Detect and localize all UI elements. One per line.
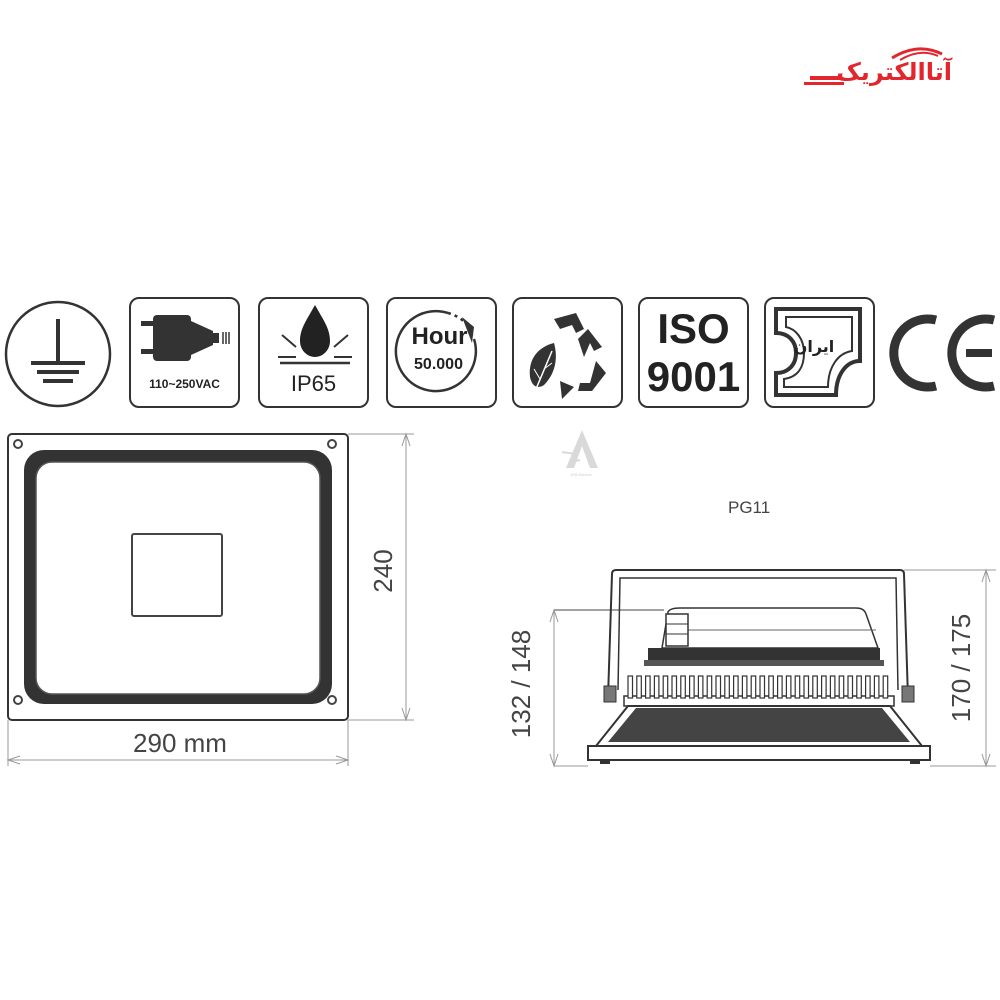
heatsink-fin (706, 675, 713, 699)
heatsink-fin (715, 675, 722, 699)
clock-arrow-icon (394, 309, 478, 393)
heatsink-fin (768, 675, 774, 699)
ip-label: IP65 (290, 371, 337, 396)
heatsink-fin (821, 675, 827, 699)
side-height-left-label: 132 / 148 (506, 629, 536, 739)
heatsink-fin (627, 675, 634, 699)
plug-voltage-icon: 110~250VAC (129, 297, 240, 408)
front-height-label: 240 (368, 549, 398, 593)
hour-value: 50.000 (414, 356, 463, 373)
lifetime-hours-icon: Hour 50.000 (386, 297, 497, 408)
gland-label: PG11 (728, 498, 771, 517)
brand-logo: آتاالکتریک (800, 40, 960, 100)
side-view-drawing (540, 560, 1000, 780)
standard-emblem-icon (774, 307, 862, 397)
heatsink-fin (724, 675, 730, 699)
brand-logo-text: آتاالکتریک (836, 58, 952, 86)
heatsink-fin (644, 675, 651, 699)
front-view-drawing (0, 420, 440, 780)
heatsink-fin (873, 675, 880, 699)
heatsink-fin (785, 675, 792, 699)
heatsink-fin (680, 675, 686, 699)
front-width-label: 290 mm (133, 728, 227, 758)
heatsink-fin (759, 675, 766, 699)
heatsink-fin (653, 675, 660, 699)
watermark-text: ATA Electric (570, 472, 592, 477)
heatsink-fin (697, 675, 704, 699)
heatsink-fin (662, 675, 669, 699)
iso-line2: 9001 (646, 353, 741, 400)
heatsink-fin (847, 675, 854, 699)
heatsink-fin (671, 675, 678, 699)
standard-mark-icon: ایران (764, 297, 875, 408)
heatsink-fin (882, 675, 889, 699)
plug-icon (141, 315, 230, 361)
heatsink-fin (794, 675, 801, 699)
heatsink-fin (829, 675, 836, 699)
heatsink-fin (689, 675, 695, 699)
heatsink-fin (803, 675, 810, 699)
side-height-right-label: 170 / 175 (946, 613, 976, 723)
earth-ground-icon (3, 299, 114, 410)
ce-mark-icon (884, 310, 1000, 396)
heatsink-fin (741, 675, 748, 699)
heatsink-fin (750, 675, 757, 699)
iso-line1: ISO (657, 305, 730, 352)
watermark-logo: ATA Electric (556, 424, 606, 480)
heatsink-fin (812, 675, 818, 699)
heatsink-fin (865, 675, 871, 699)
iso-9001-icon: ISO 9001 (638, 297, 749, 408)
water-drop-icon (278, 305, 352, 365)
heatsink-fin (856, 675, 862, 699)
brand-logo-graphic (804, 47, 943, 85)
heatsink-fin (733, 675, 739, 699)
recycle-icon (512, 297, 623, 408)
hour-label: Hour (411, 323, 468, 350)
standard-label: ایران (793, 337, 835, 356)
ip65-icon: IP65 (258, 297, 369, 408)
recycle-leaf-icon (529, 313, 606, 399)
heatsink-fin (636, 675, 642, 699)
voltage-label: 110~250VAC (149, 377, 220, 391)
heatsink-fin (838, 675, 845, 699)
heatsink-fin (777, 675, 783, 699)
